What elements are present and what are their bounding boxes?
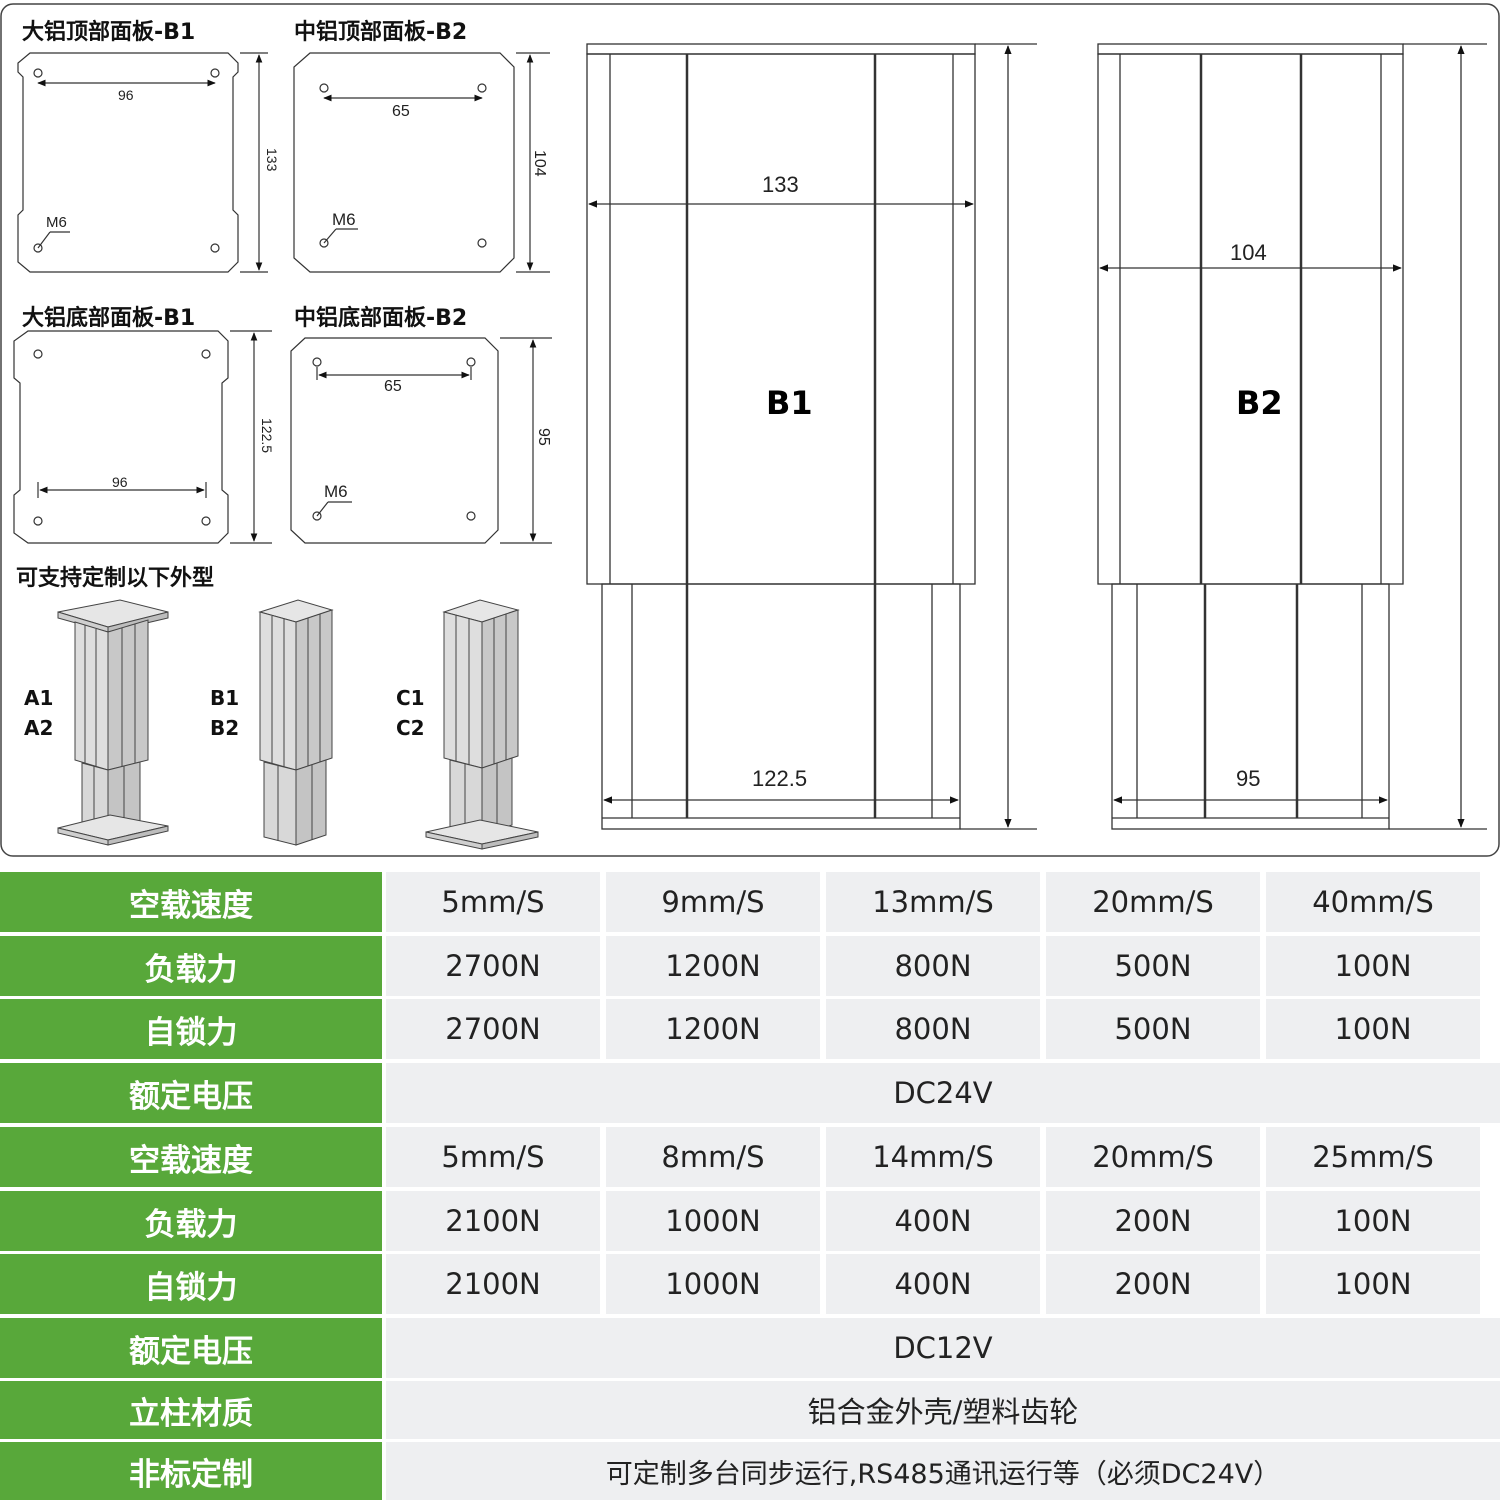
mid-bottom-panel — [290, 337, 552, 544]
big-top-height: 133 — [264, 148, 280, 172]
table-cell: 100N — [1266, 1191, 1480, 1251]
column-variant-b — [258, 599, 334, 846]
table-cell: 100N — [1266, 936, 1480, 996]
row-header: 负载力 — [0, 936, 382, 996]
table-row: 空载速度 5mm/S 9mm/S 13mm/S 20mm/S 40mm/S — [0, 872, 1500, 932]
row-header: 空载速度 — [0, 1127, 382, 1187]
table-cell: 500N — [1046, 936, 1260, 996]
table-row: 自锁力 2100N 1000N 400N 200N 100N — [0, 1254, 1500, 1314]
big-top-panel-title: 大铝顶部面板-B1 — [22, 20, 196, 45]
b2-top-width: 104 — [1230, 240, 1267, 265]
b1-bottom-width: 122.5 — [752, 766, 808, 791]
table-cell-span: 可定制多台同步运行,RS485通讯运行等（必须DC24V） — [386, 1442, 1500, 1500]
row-header: 非标定制 — [0, 1442, 382, 1500]
row-header: 自锁力 — [0, 1254, 382, 1314]
table-cell: 5mm/S — [386, 1127, 600, 1187]
table-cell: 2700N — [386, 999, 600, 1059]
table-cell: 400N — [826, 1254, 1040, 1314]
table-cell: 5mm/S — [386, 872, 600, 932]
table-cell: 800N — [826, 936, 1040, 996]
big-top-thread: M6 — [46, 214, 67, 231]
table-cell-span: 铝合金外壳/塑料齿轮 — [386, 1381, 1500, 1439]
table-cell: 20mm/S — [1046, 1127, 1260, 1187]
table-cell: 25mm/S — [1266, 1127, 1480, 1187]
table-row: 非标定制 可定制多台同步运行,RS485通讯运行等（必须DC24V） — [0, 1442, 1500, 1500]
column-b2-drawing — [1097, 43, 1487, 830]
column-variant-a — [57, 599, 169, 846]
big-bottom-hole-spacing: 96 — [112, 474, 128, 490]
technical-drawing: 大铝顶部面板-B1 96 133 M6 中铝顶部面板-B2 65 104 M6 … — [0, 3, 1500, 857]
big-top-panel — [17, 52, 268, 273]
big-bottom-height: 122.5 — [259, 418, 275, 454]
drawing-canvas — [0, 3, 1500, 857]
table-cell: 2100N — [386, 1254, 600, 1314]
mid-bottom-thread: M6 — [324, 482, 348, 501]
table-cell: 200N — [1046, 1191, 1260, 1251]
mid-bottom-height: 95 — [535, 428, 552, 446]
table-row: 空载速度 5mm/S 8mm/S 14mm/S 20mm/S 25mm/S — [0, 1127, 1500, 1187]
row-header: 立柱材质 — [0, 1381, 382, 1439]
table-cell: 14mm/S — [826, 1127, 1040, 1187]
row-header: 额定电压 — [0, 1063, 382, 1123]
table-cell: 20mm/S — [1046, 872, 1260, 932]
table-cell-span: DC12V — [386, 1318, 1500, 1378]
table-cell: 8mm/S — [606, 1127, 820, 1187]
mid-top-height: 104 — [531, 150, 548, 177]
custom-shapes-title: 可支持定制以下外型 — [16, 566, 215, 591]
table-cell: 100N — [1266, 999, 1480, 1059]
column-variant-c — [425, 599, 539, 850]
table-cell: 1200N — [606, 936, 820, 996]
table-row: 立柱材质 铝合金外壳/塑料齿轮 — [0, 1381, 1500, 1439]
big-bottom-panel-title: 大铝底部面板-B1 — [22, 306, 196, 331]
b1-column-label: B1 — [766, 384, 813, 422]
table-cell-span: DC24V — [386, 1063, 1500, 1123]
row-header: 负载力 — [0, 1191, 382, 1251]
mid-bottom-panel-title: 中铝底部面板-B2 — [294, 306, 468, 331]
column-b1-drawing — [586, 43, 1037, 830]
mid-top-panel-title: 中铝顶部面板-B2 — [294, 20, 468, 45]
table-cell: 200N — [1046, 1254, 1260, 1314]
table-row: 额定电压 DC24V — [0, 1063, 1500, 1123]
mid-top-thread: M6 — [332, 210, 356, 229]
mid-top-hole-spacing: 65 — [392, 103, 410, 120]
table-cell: 2700N — [386, 936, 600, 996]
row-header: 自锁力 — [0, 999, 382, 1059]
table-cell: 500N — [1046, 999, 1260, 1059]
table-cell: 400N — [826, 1191, 1040, 1251]
table-cell: 2100N — [386, 1191, 600, 1251]
table-cell: 40mm/S — [1266, 872, 1480, 932]
table-cell: 100N — [1266, 1254, 1480, 1314]
table-cell: 1200N — [606, 999, 820, 1059]
table-cell: 9mm/S — [606, 872, 820, 932]
b2-column-label: B2 — [1236, 384, 1283, 422]
row-header: 空载速度 — [0, 872, 382, 932]
b1-top-width: 133 — [762, 172, 799, 197]
table-row: 额定电压 DC12V — [0, 1318, 1500, 1378]
table-cell: 800N — [826, 999, 1040, 1059]
big-bottom-panel — [13, 330, 272, 544]
table-cell: 1000N — [606, 1191, 820, 1251]
table-row: 负载力 2700N 1200N 800N 500N 100N — [0, 936, 1500, 996]
table-row: 自锁力 2700N 1200N 800N 500N 100N — [0, 999, 1500, 1059]
b2-bottom-width: 95 — [1236, 766, 1261, 791]
table-cell: 1000N — [606, 1254, 820, 1314]
row-header: 额定电压 — [0, 1318, 382, 1378]
big-top-hole-spacing: 96 — [118, 87, 134, 103]
table-cell: 13mm/S — [826, 872, 1040, 932]
mid-bottom-hole-spacing: 65 — [384, 378, 402, 395]
mid-top-panel — [293, 52, 550, 273]
table-row: 负载力 2100N 1000N 400N 200N 100N — [0, 1191, 1500, 1251]
